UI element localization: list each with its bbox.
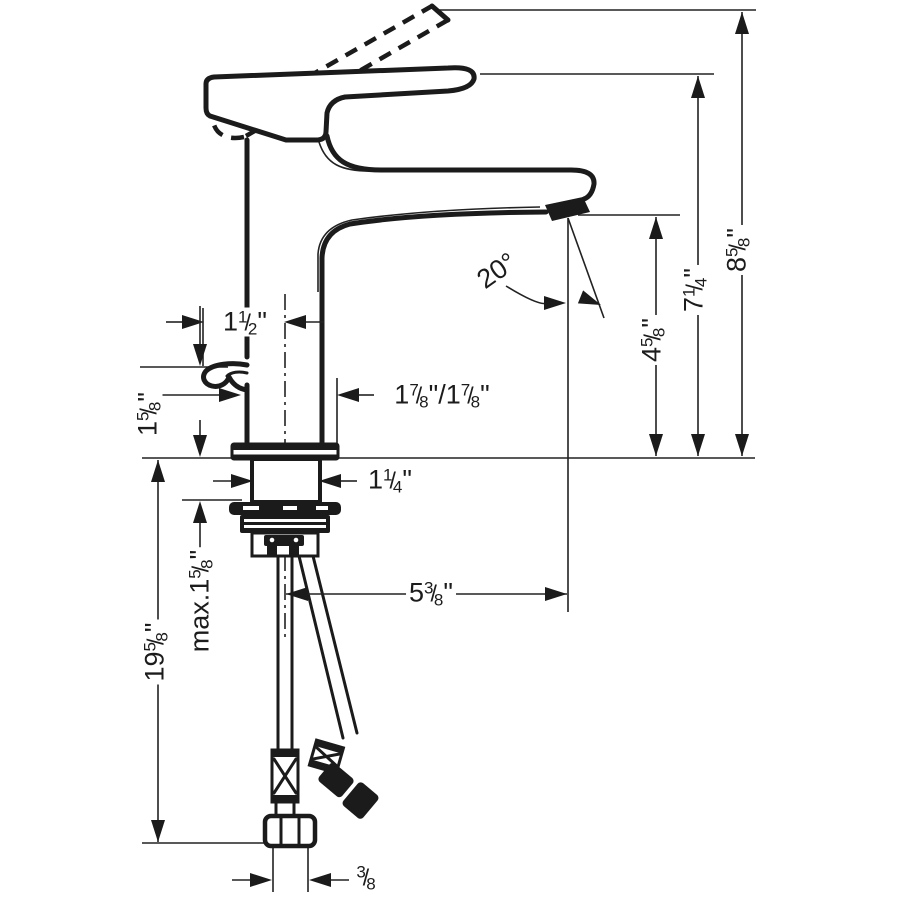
dimension-body-depth [150,388,374,402]
aerator [545,197,590,221]
dimension-hook-height [193,306,207,366]
mounting-nut [229,502,341,515]
dim-label-shank-diameter: 11/4" [365,465,415,496]
hose-nut [262,813,318,849]
supply-hose-angled [297,554,379,819]
hose-elbow-fitting [318,762,379,819]
dim-label-spout-reach: 53/8" [406,578,456,609]
mounting-shank [250,457,322,504]
back-hook [201,361,250,393]
dimension-max-deck [193,420,207,557]
handle-lever [203,65,477,143]
dim-label-max-deck: max.15/8" [185,546,217,656]
dim-label-body-depth: 17/8"/17/8" [391,380,493,411]
dimension-hose-connection [232,873,349,887]
dim-label-overall-height: 85/8" [722,225,754,275]
dim-label-hose-length: 195/8" [140,619,172,685]
dim-label-hook-height: 15/8" [133,389,165,439]
dim-label-hose-connection: 3/8 [353,862,379,893]
extension-lines [140,9,756,892]
dim-label-handle-reach: 11/2" [220,307,270,338]
supply-hose-vertical [270,554,300,818]
mounting-washer [240,515,330,533]
dim-label-handle-height: 71/4" [679,265,711,315]
base-escutcheon [230,442,340,461]
dimension-handle-reach [166,315,324,329]
dimension-shank-diameter [213,474,357,488]
angle-annotation [505,217,605,319]
dim-label-spout-height: 45/8" [637,315,669,365]
hose-connection-block [250,531,320,558]
